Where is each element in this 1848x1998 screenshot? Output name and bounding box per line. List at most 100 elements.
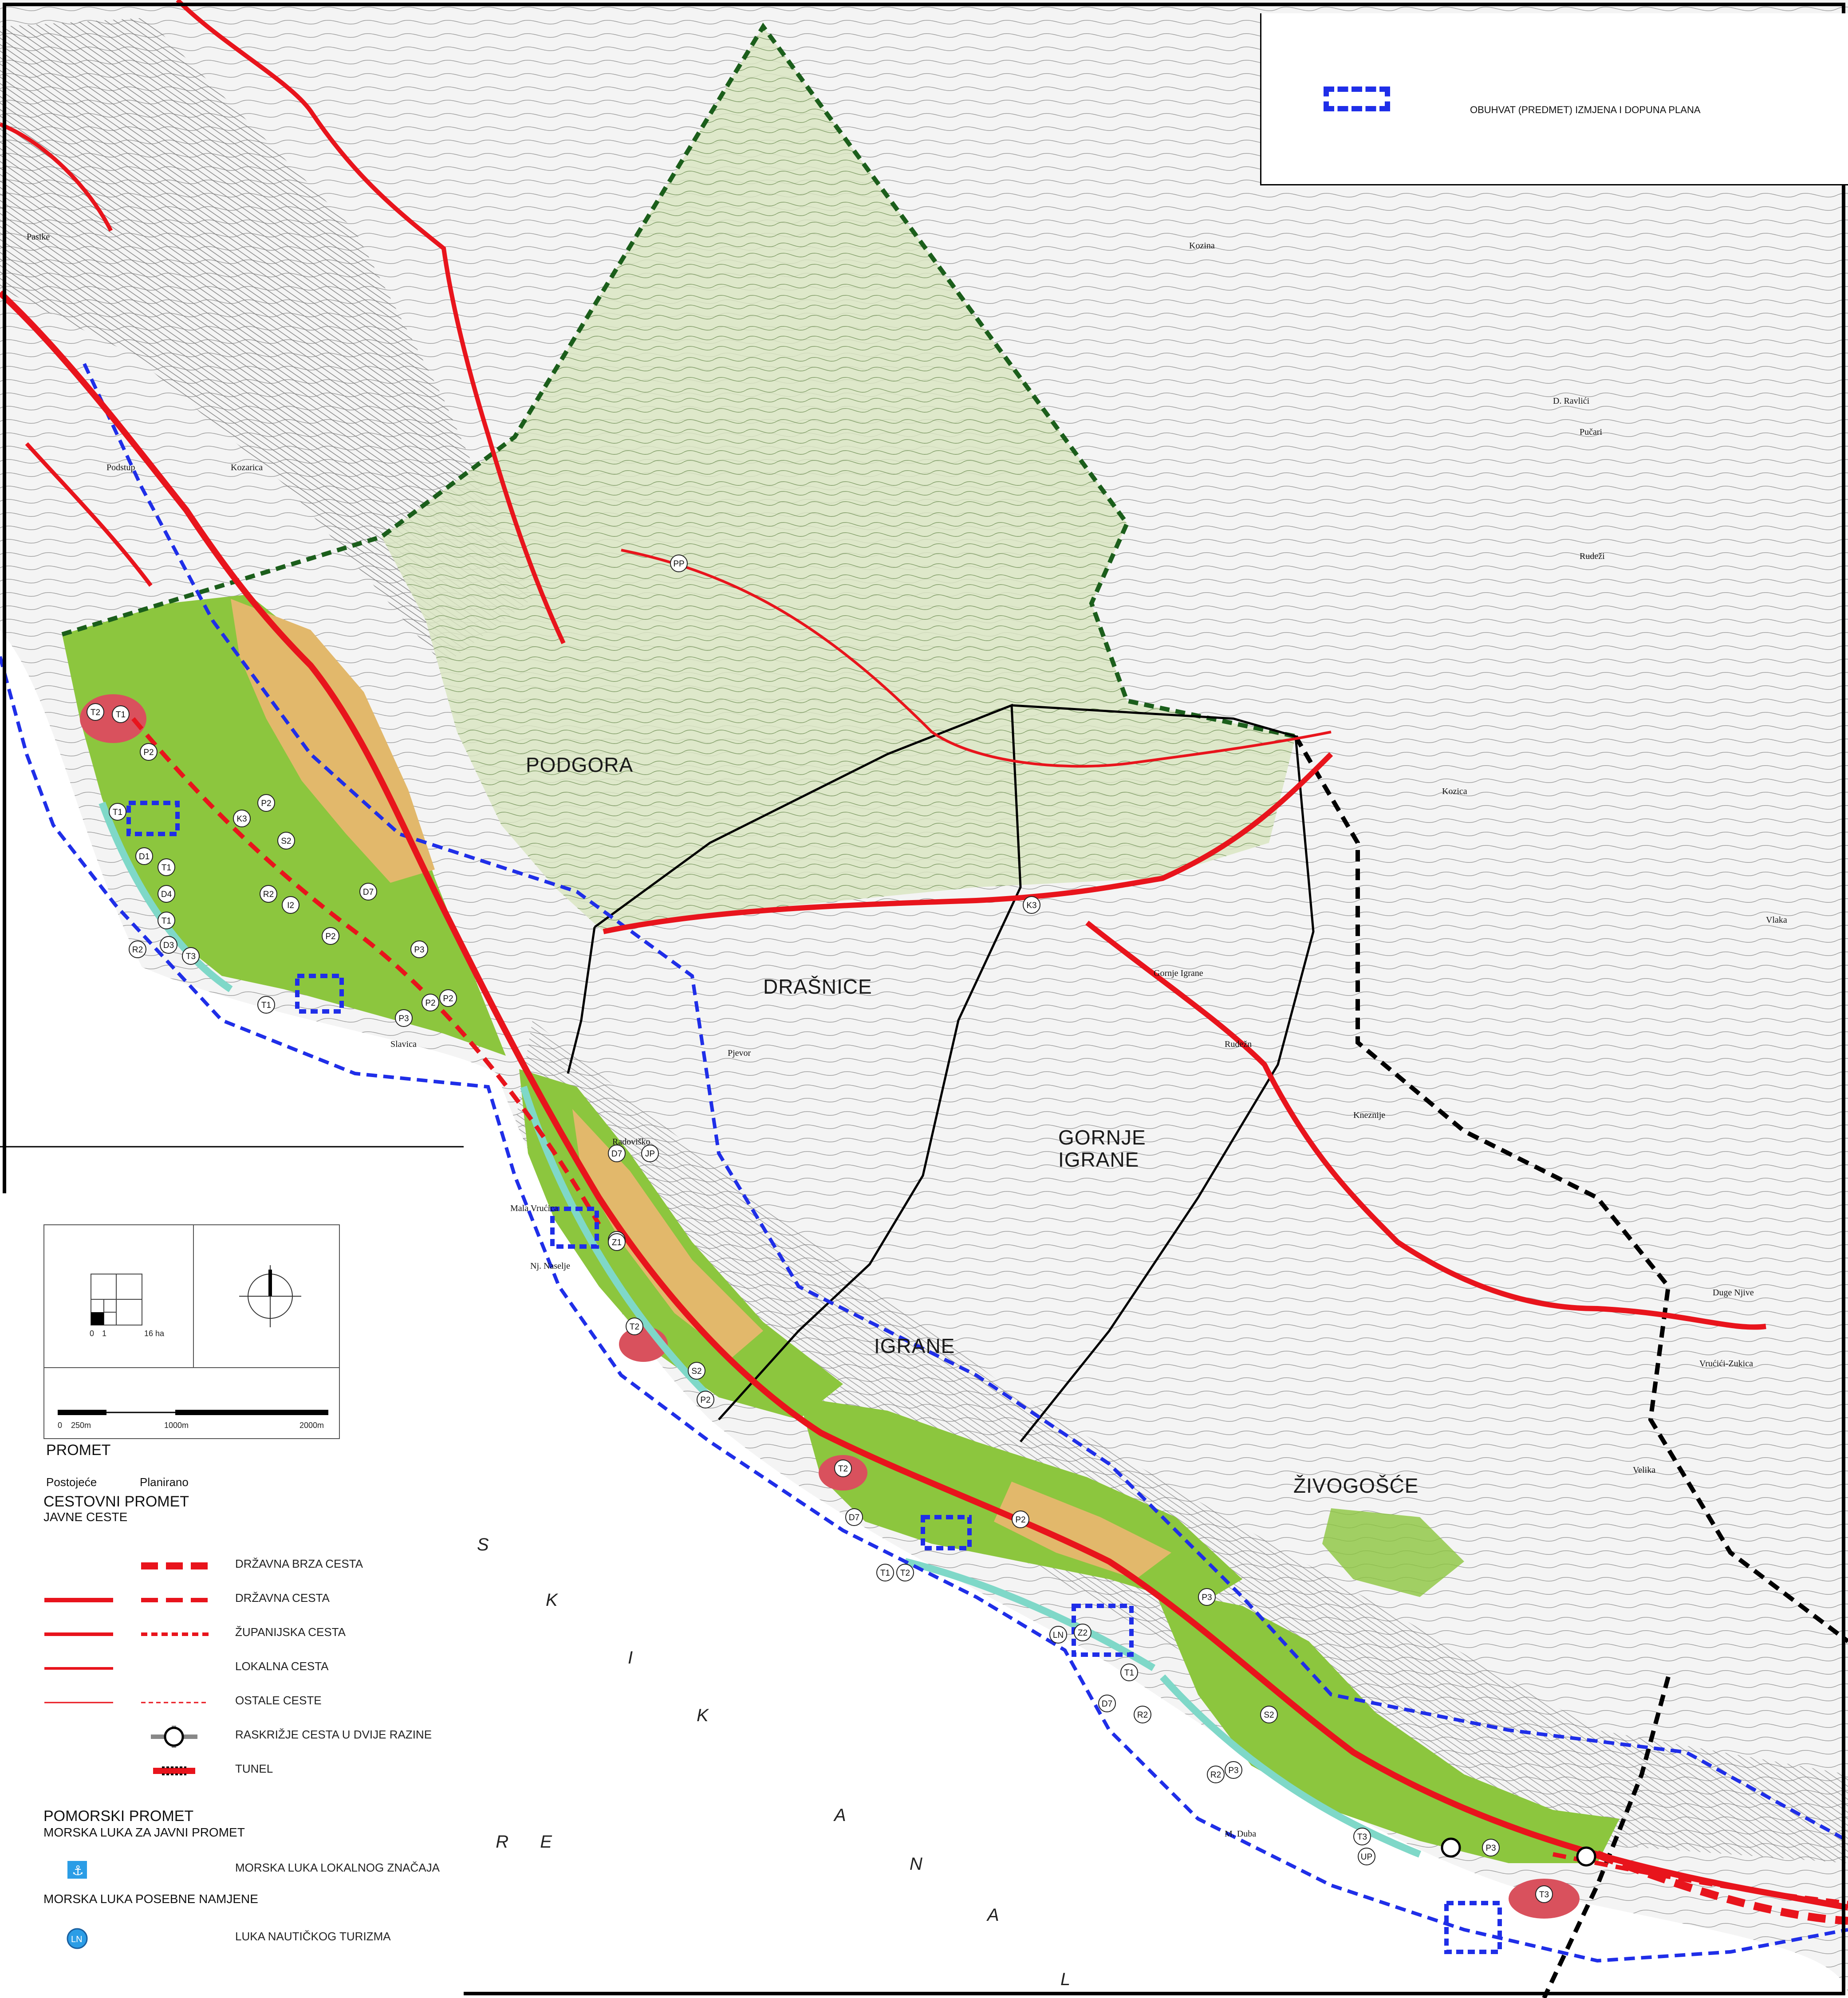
- place-name: Kneznije: [1353, 1110, 1385, 1120]
- zone-code-marker: S2: [277, 832, 295, 850]
- zone-code-marker: P3: [395, 1009, 413, 1027]
- channel-letter-4: K: [697, 1706, 709, 1725]
- protected-area-contours: [382, 27, 1296, 932]
- settlement-zone-zivogosce-upper: [1322, 1508, 1464, 1597]
- legend-row-interchange: RASKRIŽJE CESTA U DVIJE RAZINE: [0, 1723, 464, 1750]
- zone-code-marker: T1: [876, 1564, 894, 1581]
- zone-code-text: T1: [113, 808, 122, 817]
- legend-row-state-road: DRŽAVNA CESTA: [0, 1587, 464, 1613]
- channel-letter-7: A: [986, 1905, 999, 1925]
- place-name: Pučari: [1580, 427, 1603, 437]
- place-name-labels: PasikeKozaricaPodstupPjevorSlavicaRadovi…: [27, 232, 1787, 1839]
- place-name: Rudežn: [1225, 1039, 1252, 1049]
- zone-code-text: P2: [1015, 1515, 1025, 1525]
- channel-letter-2: K: [546, 1590, 559, 1610]
- port-scope-podgora: [126, 801, 180, 836]
- zone-code-text: T2: [630, 1322, 639, 1332]
- settlement-zone-podgora: [62, 594, 506, 1056]
- zone-code-text: S2: [1264, 1711, 1274, 1720]
- zone-code-text: T1: [880, 1569, 890, 1578]
- zone-code-text: P3: [1228, 1766, 1238, 1775]
- zone-code-text: K3: [1026, 901, 1036, 910]
- port-scope-drasnice: [550, 1207, 599, 1249]
- scale-inset: 0 1 16 ha 0 250m 1000m 2000m: [43, 1224, 340, 1439]
- zone-code-marker: T3: [1353, 1828, 1371, 1845]
- zone-code-text: P3: [398, 1014, 409, 1023]
- zone-code-text: T1: [261, 1001, 271, 1010]
- zone-code-marker: T2: [896, 1564, 914, 1581]
- legend-label: MORSKA LUKA LOKALNOG ZNAČAJA: [235, 1861, 440, 1874]
- legend-row-state-fast-road: DRŽAVNA BRZA CESTA: [0, 1553, 464, 1579]
- zone-code-marker: T3: [182, 947, 200, 965]
- zone-code-marker: D7: [359, 883, 377, 901]
- zone-code-text: T2: [91, 708, 100, 717]
- zone-code-text: P2: [443, 994, 453, 1003]
- place-name: Radoviško: [612, 1137, 650, 1147]
- legend-section-title: PROMET: [46, 1442, 111, 1459]
- construction-zone-drasnice: [572, 1109, 763, 1357]
- region-label-igrane: IGRANE: [874, 1334, 955, 1357]
- steep-slope-north: [0, 18, 532, 665]
- zone-code-marker: S2: [688, 1362, 705, 1380]
- region-label-zivogosce: ŽIVOGOŠĆE: [1293, 1474, 1419, 1497]
- zone-code-text: LN: [1053, 1631, 1064, 1640]
- zone-code-marker: D7: [1098, 1695, 1116, 1712]
- scope-legend-box: OBUHVAT (PREDMET) IZMJENA I DOPUNA PLANA: [1260, 13, 1848, 185]
- zone-code-marker: P3: [1225, 1761, 1242, 1779]
- zone-code-text: T3: [1357, 1833, 1367, 1842]
- zone-code-text: T2: [900, 1569, 910, 1578]
- legend-row-county-road: ŽUPANIJSKA CESTA: [0, 1621, 464, 1648]
- zone-code-marker: K3: [233, 810, 251, 827]
- zone-code-marker: D4: [158, 885, 175, 903]
- zone-code-text: D7: [363, 888, 374, 897]
- zone-code-marker: UP: [1358, 1848, 1375, 1865]
- steep-slope-central: [510, 1020, 1848, 1863]
- legend-road-heading: CESTOVNI PROMET: [43, 1493, 189, 1510]
- legend-label: RASKRIŽJE CESTA U DVIJE RAZINE: [235, 1728, 432, 1741]
- scale-label-1000: 1000m: [164, 1421, 189, 1430]
- grid-scale-1: 1: [102, 1329, 106, 1338]
- legend-public-port-heading: MORSKA LUKA ZA JAVNI PROMET: [43, 1825, 245, 1839]
- scope-legend-label: OBUHVAT (PREDMET) IZMJENA I DOPUNA PLANA: [1470, 104, 1701, 115]
- north-arrow-icon: [239, 1265, 301, 1327]
- zone-code-text: T1: [116, 710, 126, 720]
- zone-code-marker: P2: [140, 743, 158, 761]
- zone-code-text: S2: [281, 837, 291, 846]
- zone-code-text: D7: [611, 1149, 622, 1159]
- port-scope-podgora-2: [295, 974, 344, 1014]
- zone-code-text: PP: [673, 559, 684, 569]
- place-name: Vlaka: [1766, 915, 1787, 925]
- legend-row-local-port: ⚓ MORSKA LUKA LOKALNOG ZNAČAJA: [0, 1856, 464, 1883]
- zone-code-marker: P3: [1198, 1588, 1216, 1606]
- zone-code-marker: T3: [1535, 1885, 1553, 1903]
- channel-letter-3: I: [628, 1648, 633, 1668]
- zone-code-marker: K3: [1023, 896, 1040, 914]
- port-scope-zivogosce: [1444, 1901, 1502, 1954]
- place-name: Pasike: [27, 232, 50, 242]
- zone-code-text: S2: [691, 1367, 701, 1376]
- zone-code-marker: R2: [129, 940, 146, 958]
- zone-code-marker: D7: [608, 1145, 626, 1162]
- zone-code-text: R2: [132, 945, 143, 955]
- planned-fast-road: [1596, 1850, 1848, 1925]
- zone-code-marker: T1: [112, 705, 130, 723]
- legend-planned-label: Planirano: [140, 1475, 189, 1489]
- zone-code-marker: T1: [257, 996, 275, 1014]
- place-name: Nj. Naselje: [530, 1261, 570, 1271]
- county-road-upper: [1085, 920, 1766, 1330]
- legend-label: LOKALNA CESTA: [235, 1660, 329, 1673]
- region-label-gornje-igrane: IGRANE: [1058, 1148, 1139, 1171]
- legend-row-nautical-port: LN LUKA NAUTIČKOG TURIZMA: [0, 1925, 464, 1952]
- zone-code-text: T1: [1124, 1668, 1134, 1678]
- zone-code-text: P3: [414, 945, 424, 955]
- zone-code-text: R2: [263, 890, 274, 899]
- place-name: Kozina: [1189, 241, 1215, 251]
- zone-code-marker: D7: [845, 1508, 863, 1526]
- zone-code-marker: D3: [160, 936, 177, 954]
- zone-code-marker: D1: [135, 847, 153, 865]
- zone-code-marker: P2: [322, 927, 339, 945]
- nautical-port-icon: LN: [71, 1935, 83, 1944]
- legend-row-other-roads: OSTALE CESTE: [0, 1689, 464, 1716]
- zone-code-marker: LN: [1049, 1626, 1067, 1644]
